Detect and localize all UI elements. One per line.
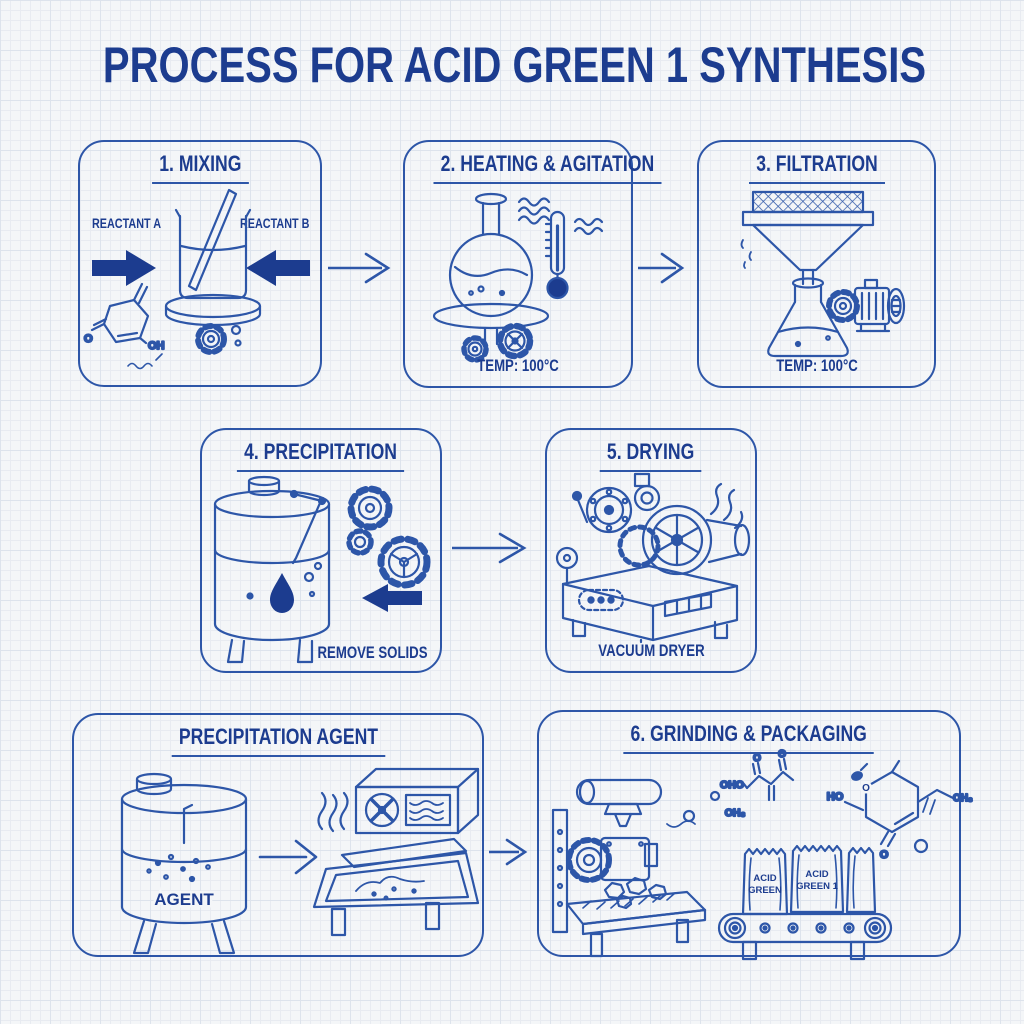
svg-text:O: O xyxy=(880,849,889,861)
step-box-drying: 5. DRYING xyxy=(545,428,757,673)
svg-text:O: O xyxy=(84,333,93,345)
flow-arrow-2-icon xyxy=(638,252,685,284)
step-box-precipitation-agent: PRECIPITATION AGENT AGENT xyxy=(72,713,484,957)
vacuum-dryer-label: VACUUM DRYER xyxy=(597,642,705,660)
tank-icon xyxy=(213,475,331,664)
gears-icon xyxy=(461,322,534,363)
flask-icon xyxy=(448,192,534,318)
bubbles-icon xyxy=(246,561,323,600)
svg-text:OH₃: OH₃ xyxy=(725,807,746,819)
bag1-label-line2: GREEN xyxy=(748,885,782,896)
agent-tank-icon xyxy=(120,772,248,955)
reactant-a-label: REACTANT A xyxy=(92,216,161,231)
svg-text:OH₃: OH₃ xyxy=(953,793,973,804)
bag2-label-line2: GREEN 1 xyxy=(796,881,838,892)
heat-waves-icon xyxy=(517,197,604,236)
svg-text:O: O xyxy=(862,783,870,794)
beaker-icon xyxy=(174,188,252,300)
droplet-icon xyxy=(270,573,294,613)
reactant-arrow-left-icon xyxy=(92,250,156,286)
heat-waves-icon xyxy=(317,791,349,833)
step-box-grinding: 6. GRINDING & PACKAGING xyxy=(537,710,974,961)
step-box-heating: 2. HEATING & AGITATION xyxy=(403,140,662,388)
grinding-illustration: O O OHO OH₃ O HO O OH₃ xyxy=(551,748,974,961)
drying-illustration xyxy=(555,472,751,644)
flow-arrow-3-icon xyxy=(452,532,527,564)
vacuum-dryer-icon xyxy=(561,564,739,644)
step-title-drying: 5. DRYING xyxy=(547,439,755,472)
svg-text:HO: HO xyxy=(827,791,844,803)
pump-icon xyxy=(826,278,906,333)
svg-text:OHO: OHO xyxy=(720,779,744,791)
stand-icon xyxy=(164,293,262,327)
step-box-precipitation: 4. PRECIPITATION xyxy=(200,428,442,673)
step-title-mixing: 1. MIXING xyxy=(80,151,320,184)
flow-arrow-icon xyxy=(258,839,318,875)
reactant-b-label: REACTANT B xyxy=(240,216,310,231)
mixing-illustration: O OH xyxy=(83,188,310,370)
gears-icon xyxy=(346,485,431,589)
motor-gears-icon xyxy=(555,472,661,584)
svg-text:O: O xyxy=(778,749,786,760)
step-title-filtration: 3. FILTRATION xyxy=(699,151,934,184)
temp-caption-filtration: TEMP: 100°C xyxy=(775,357,858,375)
svg-text:OH: OH xyxy=(148,340,165,352)
step-box-filtration: 3. FILTRATION xyxy=(697,140,936,388)
steam-icon xyxy=(709,482,744,530)
molecule-a-icon: O O OHO OH₃ xyxy=(719,748,795,820)
reactant-arrow-right-icon xyxy=(246,250,310,286)
molecule-icon: O OH xyxy=(83,282,166,370)
heating-illustration xyxy=(432,192,604,363)
stir-rod-icon xyxy=(187,188,238,292)
filtration-illustration xyxy=(740,190,906,358)
page-title: PROCESS FOR ACID GREEN 1 SYNTHESIS xyxy=(102,37,927,93)
step-title-grinding: 6. GRINDING & PACKAGING xyxy=(539,721,959,754)
flow-arrow-4-icon xyxy=(489,838,528,866)
erlenmeyer-flask-icon xyxy=(767,277,849,358)
step-title-precipitation-agent: PRECIPITATION AGENT xyxy=(74,724,482,757)
step-title-heating: 2. HEATING & AGITATION xyxy=(405,151,662,184)
sparkle-icon xyxy=(913,797,936,854)
drum-icon xyxy=(641,504,751,576)
agent-illustration: AGENT xyxy=(120,767,480,955)
bag1-label-line1: ACID xyxy=(753,873,776,884)
dosing-arm-icon xyxy=(289,489,327,565)
flow-arrow-1-icon xyxy=(328,252,391,284)
remove-solids-label: REMOVE SOLIDS xyxy=(317,644,428,662)
precipitation-illustration xyxy=(213,475,431,664)
remove-solids-arrow-icon xyxy=(362,584,422,612)
product-bags-icon xyxy=(741,844,877,916)
grinder-icon xyxy=(551,778,721,958)
gear-icon xyxy=(195,323,242,355)
bag2-label-line1: ACID xyxy=(805,869,828,880)
svg-text:O: O xyxy=(753,753,761,764)
agent-tank-label: AGENT xyxy=(154,890,214,909)
drying-oven-icon xyxy=(312,767,480,937)
thermometer-icon xyxy=(544,210,569,300)
step-title-precipitation: 4. PRECIPITATION xyxy=(202,439,440,472)
temp-caption-heating: TEMP: 100°C xyxy=(477,357,559,375)
conveyor-icon xyxy=(717,912,893,961)
molecule-b-icon: O HO O OH₃ xyxy=(826,759,974,862)
step-box-mixing: 1. MIXING REACTANT A REACTANT B xyxy=(78,140,322,387)
filter-funnel-icon xyxy=(740,190,875,286)
